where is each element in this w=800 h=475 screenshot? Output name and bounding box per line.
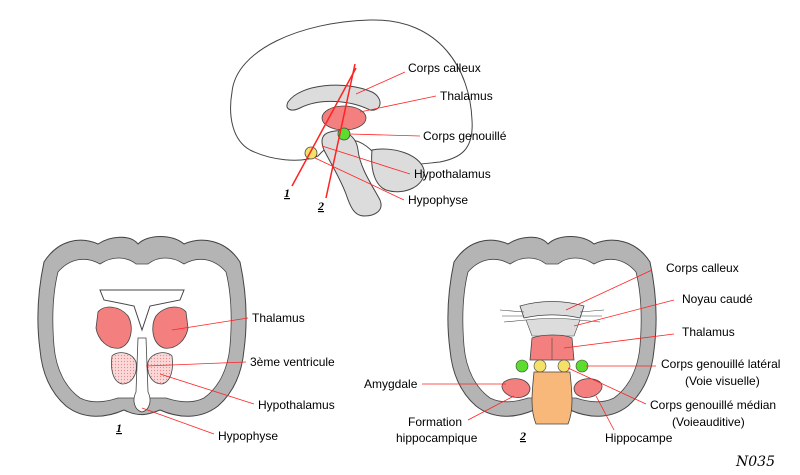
label-sag-corps-genouille: Corps genouillé	[423, 129, 507, 143]
coronal1-hypothalamus-right	[147, 352, 173, 385]
label-c1-ventricule: 3ème ventricule	[250, 355, 335, 369]
leader-sag-cg	[349, 133, 421, 137]
leader-c1-thal	[171, 317, 249, 331]
cut-line-1	[291, 67, 357, 187]
leader-c1-hypothal	[159, 373, 255, 405]
label-c2-cgl-line2: (Voie visuelle)	[685, 374, 760, 388]
label-c2-thalamus: Thalamus	[682, 325, 735, 339]
coronal2-hippocampus-left	[501, 378, 531, 398]
coronal2-caudate	[525, 318, 581, 337]
coronal2-brainstem	[531, 371, 573, 425]
sagittal-view: Corps calleux Thalamus Corps genouillé H…	[230, 19, 507, 217]
coronal-section-1: Thalamus 3ème ventricule Hypothalamus Hy…	[37, 236, 335, 443]
leader-c1-vent	[145, 361, 247, 367]
coronal2-cgm-left	[533, 359, 547, 373]
label-c2-cgm-line2: (Voieauditive)	[672, 415, 745, 429]
leader-c2-cgm	[567, 367, 647, 405]
cut-number-2: 2	[317, 199, 324, 213]
coronal2-hippocampus-right	[573, 378, 603, 398]
coronal1-thalamus-right	[152, 306, 189, 349]
leader-c2-thal	[563, 333, 675, 349]
leader-c2-cc	[565, 269, 653, 311]
coronal1-ventricles	[99, 289, 185, 332]
coronal2-cgm-right	[557, 359, 571, 373]
coronal1-thalamus-left	[95, 306, 132, 349]
label-c2-formation-line1: Formation	[408, 415, 462, 429]
label-c1-thalamus: Thalamus	[252, 311, 305, 325]
label-c2-amygdale: Amygdale	[364, 377, 418, 391]
label-c2-formation-line2: hippocampique	[396, 431, 478, 445]
label-sag-thalamus: Thalamus	[440, 89, 493, 103]
leader-sag-thal	[359, 95, 437, 113]
label-c1-hypophyse: Hypophyse	[218, 429, 278, 443]
leader-c2-hippo	[595, 395, 615, 431]
label-c2-noyau-caude: Noyau caudé	[682, 292, 753, 306]
cut-line-2	[325, 63, 356, 199]
signature: N035	[735, 454, 775, 470]
leader-sag-hypothal	[321, 145, 411, 175]
label-sag-corps-calleux: Corps calleux	[408, 61, 481, 75]
label-c2-corps-calleux: Corps calleux	[666, 261, 739, 275]
coronal2-fibers-right	[577, 309, 605, 323]
leader-c2-caude	[573, 299, 675, 327]
cut-number-1: 1	[284, 186, 290, 200]
leader-sag-cc	[355, 71, 406, 95]
label-sag-hypothalamus: Hypothalamus	[414, 167, 491, 181]
label-c2-cgm-line1: Corps genouillé médian	[650, 398, 776, 412]
leader-c1-hypoph	[141, 407, 215, 435]
coronal1-third-ventricle	[133, 337, 151, 413]
label-sag-hypophyse: Hypophyse	[408, 193, 468, 207]
coronal-section-2: Corps calleux Noyau caudé Thalamus Corps…	[364, 236, 780, 445]
label-c2-cgl-line1: Corps genouillé latéral	[661, 357, 780, 371]
leader-c2-form	[467, 395, 515, 421]
label-c1-hypothalamus: Hypothalamus	[258, 398, 335, 412]
label-c2-hippocampe: Hippocampe	[605, 431, 673, 445]
coronal1-number: 1	[116, 421, 122, 435]
sagittal-brainstem	[321, 130, 382, 217]
coronal2-fibers-left	[499, 309, 527, 323]
coronal2-number: 2	[519, 429, 526, 443]
coronal1-hypothalamus-left	[111, 352, 137, 385]
leader-sag-hypoph	[314, 157, 405, 201]
coronal2-cgl-left	[515, 359, 529, 373]
